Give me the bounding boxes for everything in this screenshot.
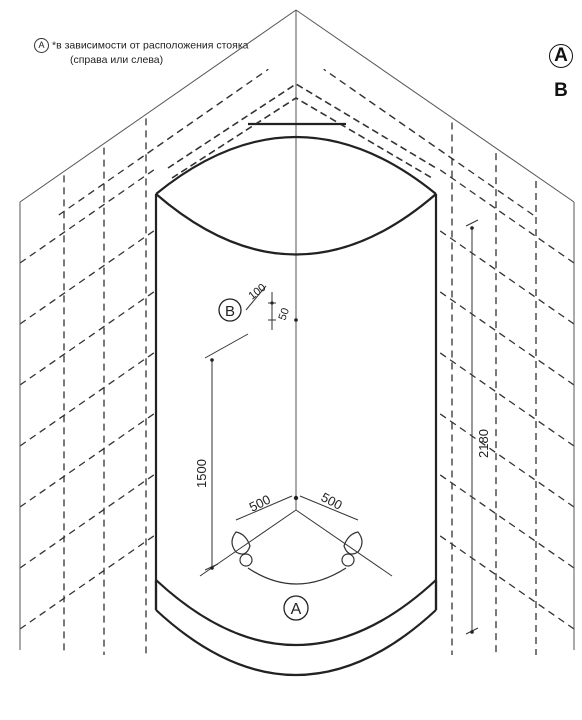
marker-a: A (283, 595, 309, 621)
marker-b-label: B (225, 303, 235, 320)
tray-bottom-arc (155, 609, 437, 676)
note-marker-a: A (34, 38, 49, 53)
dim-1500: 1500 (194, 459, 209, 488)
dim-2180: 2180 (476, 429, 491, 458)
legend-a-label: A (549, 44, 573, 68)
marker-a-label: A (291, 601, 302, 618)
note-line-1: *в зависимости от расположения стояка (52, 39, 249, 52)
cabin-top-arc (155, 136, 437, 195)
dim-500-left: 500 (247, 492, 273, 515)
dim-100: 100 (246, 282, 268, 303)
legend-a: A (549, 44, 573, 68)
shower-cabin (154, 122, 438, 676)
roof-dashed-edge (167, 83, 437, 179)
wall-outline (19, 9, 575, 650)
marker-b: B (218, 298, 242, 322)
dim-500-right: 500 (319, 489, 345, 512)
tray-top-arc (155, 579, 437, 646)
cabin-front-top-arc (155, 193, 437, 256)
installation-note: A*в зависимости от расположения стояка (… (34, 38, 248, 67)
dim-50: 50 (277, 306, 292, 322)
note-line-2: (справа или слева) (70, 54, 164, 66)
legend-b-label: B (554, 80, 568, 101)
tray-floor (199, 509, 393, 585)
dimension-arrowheads (210, 226, 474, 634)
wall-tile-grid (19, 68, 575, 655)
legend-b: B (549, 80, 573, 102)
